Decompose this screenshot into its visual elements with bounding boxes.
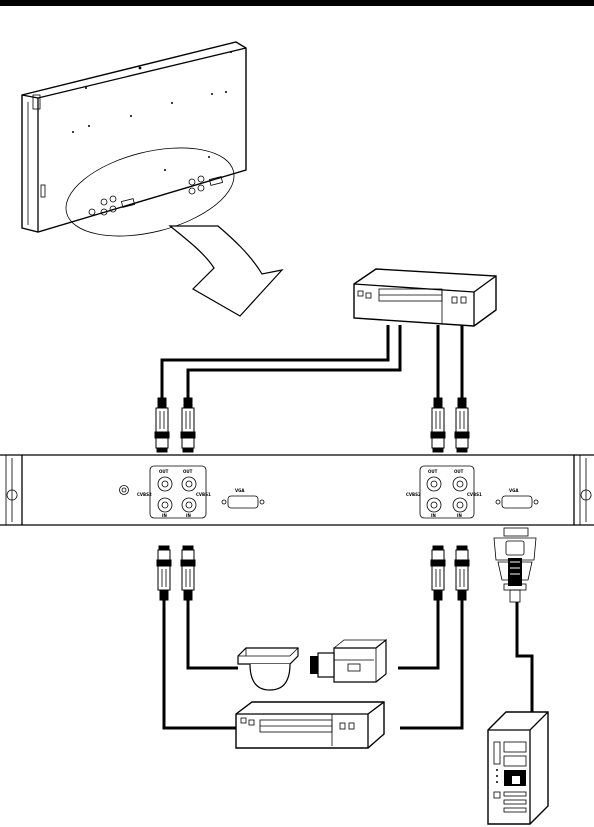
pc-tower-icon (488, 712, 548, 824)
rear-panel: OUT OUT CVBS2 CVBS1 IN IN VGA OUT OUT CV… (0, 455, 594, 525)
bnc-connector-icon (155, 398, 169, 452)
right-out-a-label: OUT (428, 469, 438, 474)
bnc-connector-icon (181, 398, 195, 452)
left-in-b-label: IN (186, 513, 191, 518)
box-camera-icon (310, 640, 386, 682)
bnc-connectors-top (155, 398, 469, 452)
monitor-rear-view-icon (22, 42, 246, 252)
right-vga-label: VGA (509, 488, 519, 493)
bnc-connector-icon (431, 398, 445, 452)
vcr-bottom-icon (236, 702, 384, 748)
right-ch1-label: CVBS1 (467, 492, 482, 497)
left-in-a-label: IN (162, 513, 167, 518)
bnc-connectors-bottom (157, 546, 469, 600)
bnc-connector-icon (431, 546, 445, 600)
left-vga-label: VGA (235, 488, 245, 493)
cables-top (162, 325, 462, 398)
header-bar (0, 0, 594, 6)
right-out-b-label: OUT (454, 469, 464, 474)
left-ch1-label: CVBS1 (196, 492, 211, 497)
vga-plug-icon (494, 528, 536, 602)
bnc-connector-icon (455, 398, 469, 452)
bnc-connector-icon (455, 546, 469, 600)
vcr-top-icon (354, 269, 496, 326)
left-out-a-label: OUT (159, 469, 169, 474)
right-ch2-label: CVBS2 (406, 492, 421, 497)
right-in-a-label: IN (431, 513, 436, 518)
right-in-b-label: IN (457, 513, 462, 518)
bnc-connector-icon (181, 546, 195, 600)
dome-camera-icon (238, 648, 298, 690)
bnc-connector-icon (157, 546, 171, 600)
left-ch2-label: CVBS2 (137, 492, 152, 497)
curved-arrow-icon (170, 226, 282, 316)
left-out-b-label: OUT (183, 469, 193, 474)
